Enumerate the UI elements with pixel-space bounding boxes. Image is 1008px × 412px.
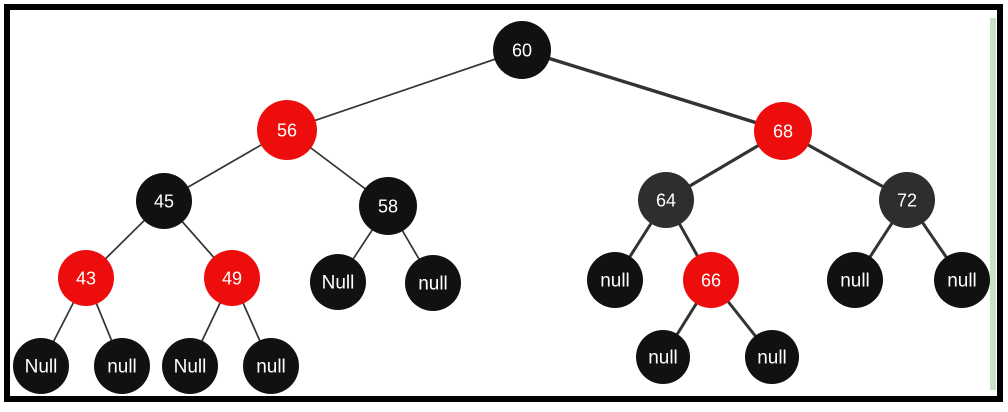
tree-node-58L: Null: [310, 254, 366, 310]
node-label-66L: null: [648, 348, 678, 369]
node-label-58: 58: [378, 196, 398, 216]
tree-node-49: 49: [204, 250, 260, 306]
node-circle-56: [257, 100, 317, 160]
tree-node-56: 56: [257, 100, 317, 160]
node-label-49: 49: [222, 268, 242, 288]
tree-node-58: 58: [359, 177, 417, 235]
tree-node-66L: null: [636, 330, 690, 384]
node-label-43R: null: [107, 357, 137, 378]
tree-node-66: 66: [683, 252, 739, 308]
tree-node-64L: null: [587, 252, 643, 308]
node-circle-49R: [243, 338, 299, 394]
node-label-43: 43: [76, 268, 96, 288]
tree-node-58R: null: [405, 255, 461, 311]
node-circle-49L: [162, 338, 218, 394]
node-label-58R: null: [418, 274, 448, 295]
tree-node-60: 60: [493, 21, 551, 79]
node-label-49L: Null: [174, 357, 207, 378]
node-circle-49: [204, 250, 260, 306]
node-circle-58: [359, 177, 417, 235]
node-circle-43L: [13, 338, 69, 394]
tree-edge-60-68: [521, 48, 784, 133]
node-circle-43R: [94, 338, 150, 394]
node-label-66: 66: [701, 270, 721, 290]
tree-node-72R: null: [934, 252, 990, 308]
node-label-72: 72: [897, 190, 917, 210]
node-circle-64: [638, 172, 694, 228]
tree-edge-60-56: [286, 49, 523, 131]
node-label-64L: null: [600, 271, 630, 292]
node-circle-58L: [310, 254, 366, 310]
node-label-49R: null: [256, 357, 286, 378]
tree-node-64: 64: [638, 172, 694, 228]
node-label-56: 56: [277, 120, 297, 140]
node-circle-68: [754, 102, 812, 160]
node-circle-43: [58, 250, 114, 306]
tree-node-68: 68: [754, 102, 812, 160]
node-label-60: 60: [512, 40, 532, 60]
node-circle-45: [136, 173, 192, 229]
node-label-68: 68: [773, 121, 793, 141]
node-label-45: 45: [154, 191, 174, 211]
tree-node-43L: Null: [13, 338, 69, 394]
tree-node-72L: null: [827, 252, 883, 308]
node-label-66R: null: [757, 348, 787, 369]
green-accent-line: [990, 18, 996, 390]
node-label-43L: Null: [25, 357, 58, 378]
node-label-72R: null: [947, 271, 977, 292]
tree-node-43: 43: [58, 250, 114, 306]
node-circle-58R: [405, 255, 461, 311]
node-label-58L: Null: [322, 273, 355, 294]
tree-node-45: 45: [136, 173, 192, 229]
tree-node-66R: null: [745, 330, 799, 384]
tree-node-49R: null: [243, 338, 299, 394]
node-label-64: 64: [656, 190, 676, 210]
node-circle-60: [493, 21, 551, 79]
node-circle-72: [879, 172, 935, 228]
node-circle-64L: [587, 252, 643, 308]
node-circle-72R: [934, 252, 990, 308]
node-circle-72L: [827, 252, 883, 308]
tree-node-43R: null: [94, 338, 150, 394]
node-circle-66L: [636, 330, 690, 384]
node-label-72L: null: [840, 271, 870, 292]
node-circle-66: [683, 252, 739, 308]
node-circle-66R: [745, 330, 799, 384]
tree-node-49L: Null: [162, 338, 218, 394]
tree-node-72: 72: [879, 172, 935, 228]
